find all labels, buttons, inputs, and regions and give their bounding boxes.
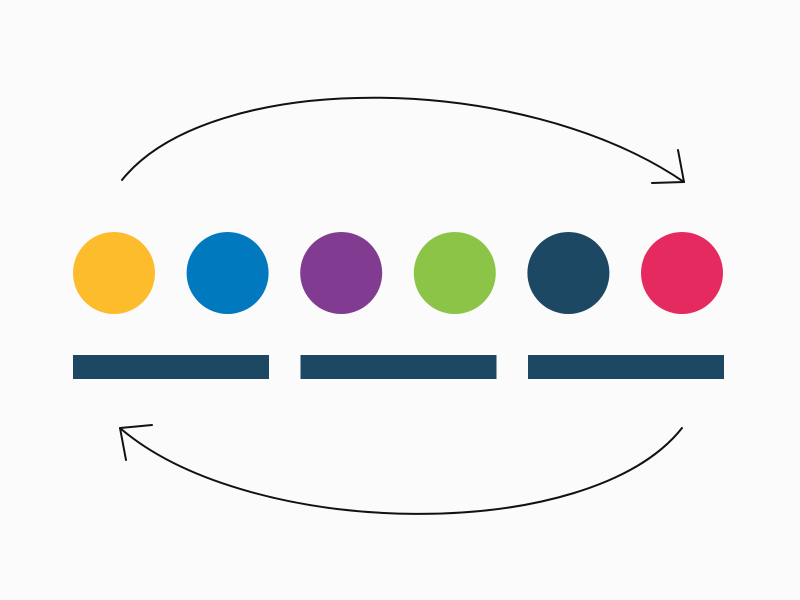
bars-row <box>73 355 724 379</box>
top-arrow-head <box>651 149 685 184</box>
top-arrow <box>121 96 685 184</box>
bottom-arrow-head <box>119 424 153 461</box>
dots-row <box>73 232 723 314</box>
bar-2 <box>300 355 497 379</box>
bottom-arrow <box>119 424 683 515</box>
yellow-dot <box>73 232 155 314</box>
bar-1 <box>73 355 269 379</box>
pink-dot <box>641 232 723 314</box>
blue-dot <box>186 232 269 314</box>
purple-dot <box>300 232 383 314</box>
bottom-arrow-curve <box>119 427 683 515</box>
bar-3 <box>528 355 724 379</box>
green-dot <box>413 232 496 314</box>
dark-navy-dot <box>527 232 610 314</box>
top-arrow-curve <box>121 96 685 183</box>
